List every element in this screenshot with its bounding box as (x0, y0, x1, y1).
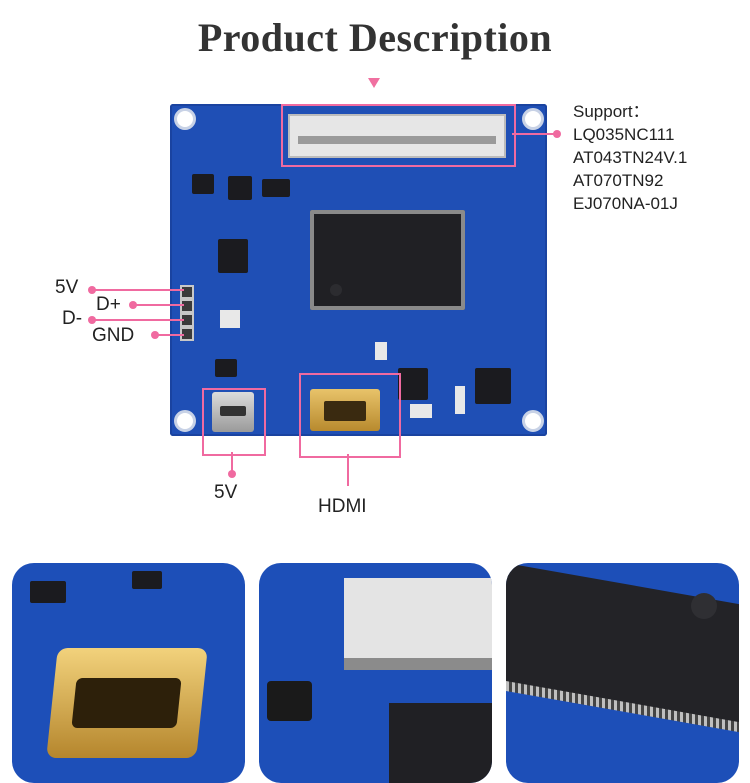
mini-usb-port (212, 392, 254, 432)
chip-marker (691, 593, 717, 619)
capacitor (455, 386, 465, 414)
pin-header (180, 285, 194, 299)
callout-line (92, 319, 184, 321)
ic-chip (30, 581, 66, 603)
support-model: LQ035NC111 (573, 125, 675, 144)
callout-dot (553, 130, 561, 138)
mount-hole (522, 108, 544, 130)
down-arrow-icon (368, 78, 380, 88)
main-controller-chip (506, 563, 739, 725)
hdmi-port (310, 389, 380, 431)
photo-chip-closeup (506, 563, 739, 783)
photo-fpc-closeup (259, 563, 492, 783)
main-controller-chip (389, 703, 492, 783)
ic-chip (218, 239, 248, 273)
ic-chip (215, 359, 237, 377)
connector-strip (344, 658, 492, 670)
hdmi-port (46, 648, 208, 758)
capacitor (375, 342, 387, 360)
inductor (228, 176, 252, 200)
regulator (398, 368, 428, 400)
support-heading: Support： (573, 102, 650, 121)
crystal (220, 310, 240, 328)
callout-line (347, 454, 349, 486)
callout-dot (228, 470, 236, 478)
transistor (192, 174, 214, 194)
support-model: AT070TN92 (573, 171, 664, 190)
usb-highlight-box (202, 388, 266, 456)
page-title: Product Description (197, 15, 553, 60)
support-model: AT043TN24V.1 (573, 148, 688, 167)
support-list: Support： LQ035NC111 AT043TN24V.1 AT070TN… (573, 100, 687, 215)
usb-label: 5V (214, 482, 238, 503)
callout-line (132, 304, 184, 306)
hdmi-highlight-box (299, 373, 401, 458)
callout-line (512, 133, 556, 135)
callout-line (231, 452, 233, 472)
callout-line (155, 334, 184, 336)
capacitor (410, 404, 432, 418)
callout-dot (88, 316, 96, 324)
lcd-fpc-connector (288, 114, 506, 158)
ic-chip (262, 179, 290, 197)
inductor (267, 681, 312, 721)
pin-label-5v: 5V (55, 277, 79, 298)
callout-line (92, 289, 184, 291)
mount-hole (174, 410, 196, 432)
pcb-board (170, 104, 547, 436)
mount-hole (522, 410, 544, 432)
pin-label-gnd: GND (92, 325, 135, 346)
callout-dot (88, 286, 96, 294)
photo-hdmi-closeup (12, 563, 245, 783)
pin-header (180, 299, 194, 313)
fpc-highlight-box (281, 104, 516, 167)
lcd-fpc-connector (344, 578, 492, 658)
transistor (132, 571, 162, 589)
pin-label-dminus: D- (62, 308, 83, 329)
hdmi-label: HDMI (318, 496, 367, 517)
regulator (475, 368, 511, 404)
support-model: EJ070NA-01J (573, 194, 678, 213)
callout-dot (151, 331, 159, 339)
callout-dot (129, 301, 137, 309)
pin-label-dplus: D+ (96, 294, 121, 315)
mount-hole (174, 108, 196, 130)
main-controller-chip (310, 210, 465, 310)
